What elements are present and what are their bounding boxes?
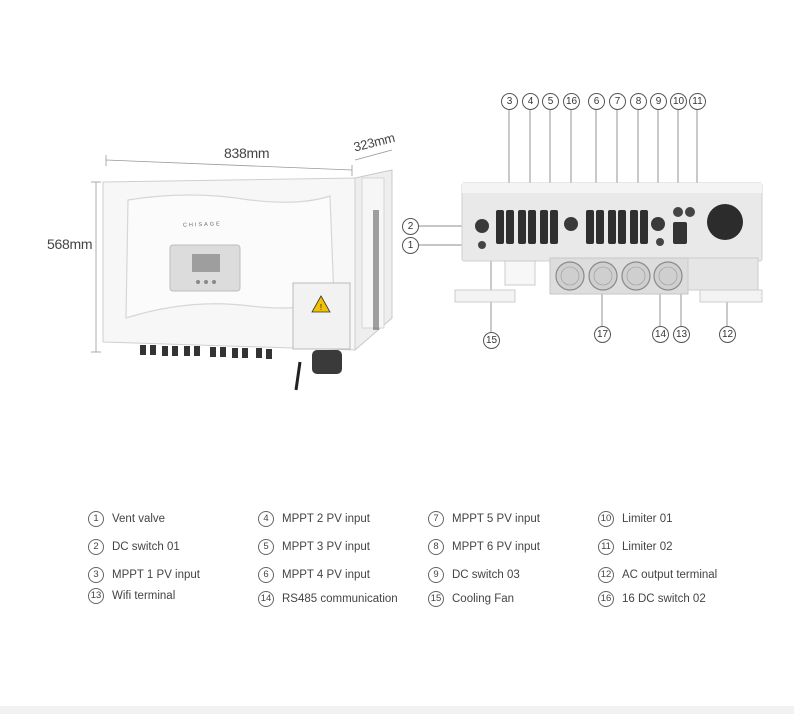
legend-number: 9 [428, 567, 444, 583]
legend-item: 8 MPPT 6 PV input [428, 538, 540, 556]
legend-label: 16 DC switch 02 [622, 593, 706, 605]
callout-5: 5 [542, 93, 559, 110]
legend-label: AC output terminal [622, 569, 718, 581]
footer-bar [0, 706, 794, 714]
cable-gland [312, 350, 342, 374]
dimension-lines [91, 149, 393, 353]
display-screen [192, 254, 220, 272]
legend-number: 11 [598, 539, 614, 555]
legend-item: 6 MPPT 4 PV input [258, 566, 370, 584]
legend-item: 4 MPPT 2 PV input [258, 510, 370, 528]
legend-number: 8 [428, 539, 444, 555]
legend-item: 14 RS485 communication [258, 590, 398, 608]
mount-foot-right [699, 289, 763, 303]
legend-label: Vent valve [112, 513, 166, 525]
callout-14: 14 [652, 326, 669, 343]
callout-7: 7 [609, 93, 626, 110]
rs485-port [656, 238, 664, 246]
legend-item: 1 Vent valve [88, 510, 165, 528]
legend-label: DC switch 01 [112, 541, 180, 553]
legend-number: 14 [258, 591, 274, 607]
wiring-box [292, 282, 351, 350]
legend-label: MPPT 1 PV input [112, 569, 200, 581]
legend-label: Limiter 02 [622, 541, 673, 553]
limiter-02 [685, 207, 695, 217]
callout-1: 1 [402, 237, 419, 254]
legend-label: DC switch 03 [452, 569, 520, 581]
legend-number: 6 [258, 567, 274, 583]
legend-number: 7 [428, 511, 444, 527]
legend-number: 3 [88, 567, 104, 583]
legend-number: 5 [258, 539, 274, 555]
legend-item: 7 MPPT 5 PV input [428, 510, 540, 528]
legend-number: 2 [88, 539, 104, 555]
callout-8: 8 [630, 93, 647, 110]
legend-item: 13 Wifi terminal [88, 587, 175, 605]
callout-2: 2 [402, 218, 419, 235]
legend-number: 12 [598, 567, 614, 583]
callout-6: 6 [588, 93, 605, 110]
cooling-fans [555, 261, 683, 291]
callout-17: 17 [594, 326, 611, 343]
legend-number: 1 [88, 511, 104, 527]
legend-number: 16 [598, 591, 614, 607]
width-dimension: 838mm [224, 145, 270, 161]
callout-4: 4 [522, 93, 539, 110]
wifi-terminal [673, 222, 687, 244]
callout-15: 15 [483, 332, 500, 349]
legend-label: MPPT 4 PV input [282, 569, 370, 581]
dc-switch-03 [651, 217, 665, 231]
legend-number: 4 [258, 511, 274, 527]
callout-16: 16 [563, 93, 580, 110]
legend-number: 15 [428, 591, 444, 607]
mount-foot-left [454, 289, 516, 303]
legend-number: 10 [598, 511, 614, 527]
callout-9: 9 [650, 93, 667, 110]
limiter-01 [673, 207, 683, 217]
legend-item: 15 Cooling Fan [428, 590, 514, 608]
legend-label: Wifi terminal [112, 590, 176, 602]
legend-item: 5 MPPT 3 PV input [258, 538, 370, 556]
dc-switch-01 [475, 219, 489, 233]
legend-item: 2 DC switch 01 [88, 538, 180, 556]
legend-label: MPPT 5 PV input [452, 513, 540, 525]
legend-item: 3 MPPT 1 PV input [88, 566, 200, 584]
legend-label: MPPT 6 PV input [452, 541, 540, 553]
cable [294, 361, 302, 391]
legend-label: Limiter 01 [622, 513, 673, 525]
callout-3: 3 [501, 93, 518, 110]
callout-13: 13 [673, 326, 690, 343]
legend-item: 10 Limiter 01 [598, 510, 673, 528]
height-dimension: 568mm [47, 236, 93, 252]
warning-triangle-icon [311, 295, 331, 313]
callout-10: 10 [670, 93, 687, 110]
legend-label: RS485 communication [282, 593, 398, 605]
callout-12: 12 [719, 326, 736, 343]
legend-item: 11 Limiter 02 [598, 538, 673, 556]
bottom-connectors [140, 345, 272, 359]
legend-item: 16 16 DC switch 02 [598, 590, 706, 608]
vent-valve [478, 241, 486, 249]
legend-label: MPPT 2 PV input [282, 513, 370, 525]
pv-input-connectors [496, 210, 648, 244]
legend-item: 12 AC output terminal [598, 566, 717, 584]
legend-label: Cooling Fan [452, 593, 515, 605]
legend-number: 13 [88, 588, 104, 604]
svg-text:!: ! [320, 303, 322, 312]
dc-switch-02 [564, 217, 578, 231]
callout-11: 11 [689, 93, 706, 110]
legend-label: MPPT 3 PV input [282, 541, 370, 553]
ac-output-terminal [707, 204, 743, 240]
legend-item: 9 DC switch 03 [428, 566, 520, 584]
